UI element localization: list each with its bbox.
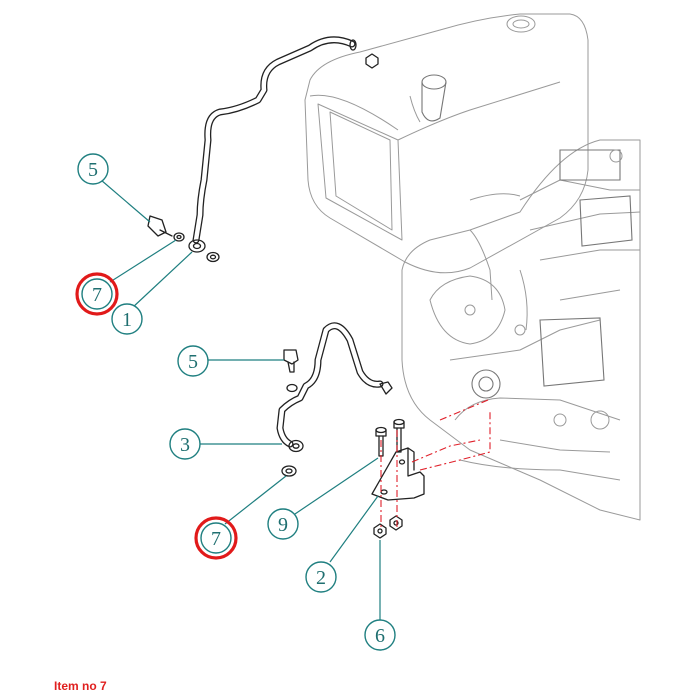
callout-2: 2	[305, 561, 337, 593]
callout-6: 6	[364, 619, 396, 651]
callout-label: 3	[180, 434, 190, 456]
callout-7-upper: 7	[75, 272, 119, 316]
pipe-1	[188, 36, 357, 253]
bolt-9-right	[393, 418, 405, 453]
highlight-ring	[194, 516, 238, 560]
callout-5-lower: 5	[177, 345, 209, 377]
engine-block	[304, 13, 641, 521]
callout-label: 6	[375, 625, 385, 647]
callout-label: 7	[211, 528, 221, 550]
pipe-3	[276, 322, 384, 453]
callout-label: 9	[278, 514, 288, 536]
nut-6-left	[373, 523, 387, 539]
banjo-bolt-lower	[283, 349, 299, 373]
washer-lower-bottom	[281, 465, 297, 477]
banjo-bolt-upper	[147, 215, 173, 237]
item-caption: Item no 7	[54, 679, 107, 693]
callout-label: 1	[122, 309, 132, 331]
assembly-centerlines	[380, 399, 491, 530]
fitting-nut-lower	[379, 381, 393, 395]
fitting-nut-upper	[365, 53, 379, 69]
nut-6-right	[389, 515, 403, 531]
callout-3: 3	[169, 428, 201, 460]
washer-upper-a	[173, 232, 185, 242]
leader-lines	[100, 179, 381, 620]
callout-5-upper: 5	[77, 153, 109, 185]
callout-label: 5	[88, 159, 98, 181]
callout-label: 7	[92, 284, 102, 306]
callout-7-lower: 7	[194, 516, 238, 560]
washer-upper-b	[206, 251, 220, 263]
washer-lower-top	[286, 383, 298, 393]
callout-label: 2	[316, 567, 326, 589]
highlight-ring	[75, 272, 119, 316]
callout-1: 1	[111, 303, 143, 335]
callout-9: 9	[267, 508, 299, 540]
callout-label: 5	[188, 351, 198, 373]
